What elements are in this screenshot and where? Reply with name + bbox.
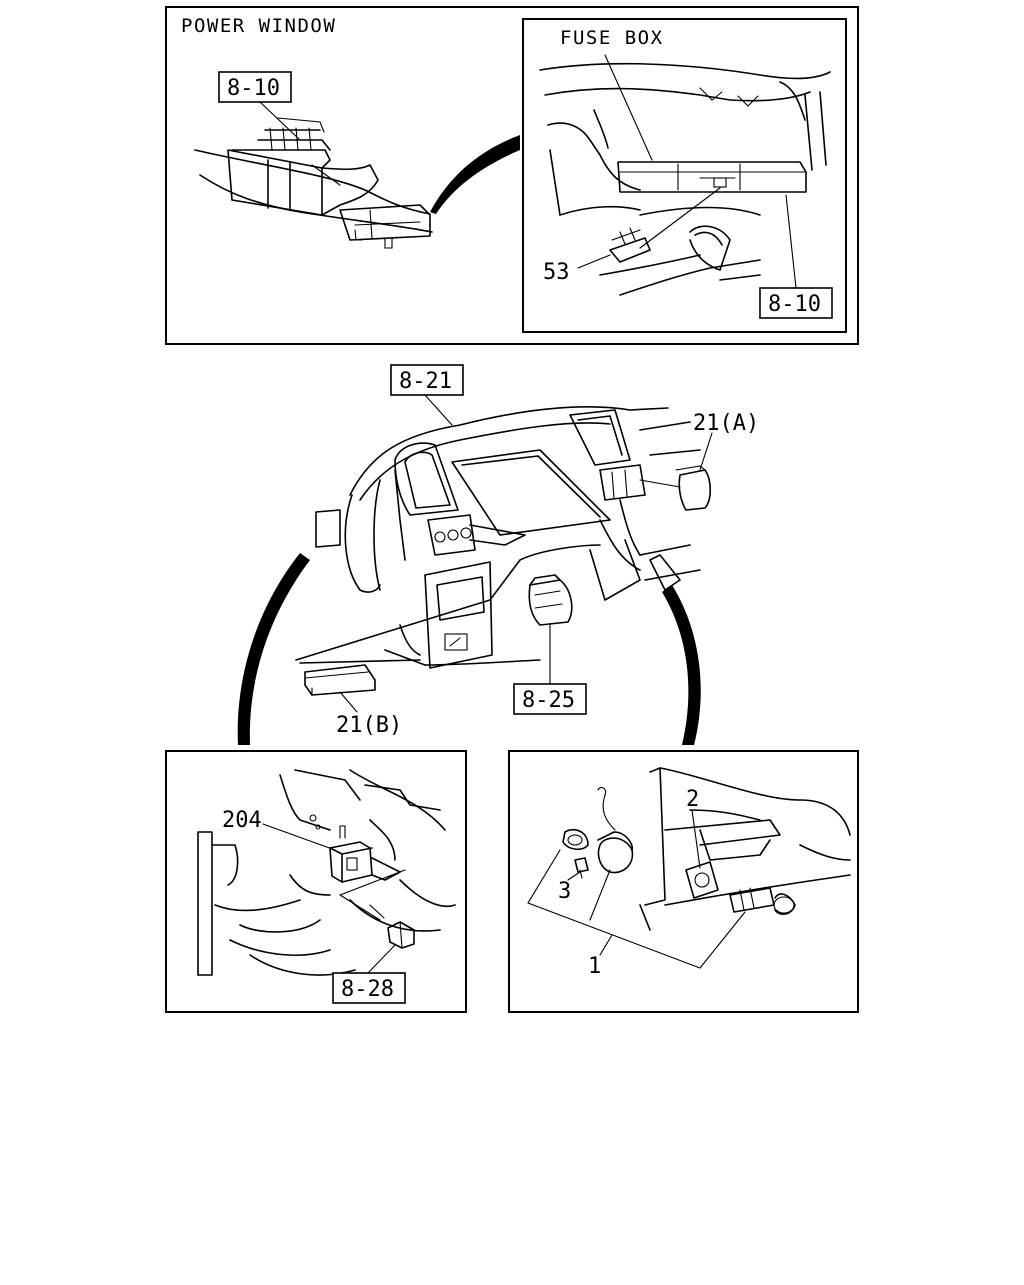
ref-label-8-10-power-window: 8-10 [227, 76, 280, 101]
fuse-box-panel: FUSE BOX [522, 18, 847, 333]
part-label-1: 1 [588, 954, 601, 979]
leader-21b [339, 691, 358, 713]
leader-2 [691, 809, 701, 869]
dashboard-drawing [295, 406, 712, 696]
lighter-drawing [527, 767, 851, 969]
ref-label-8-28: 8-28 [341, 977, 394, 1002]
part-label-204: 204 [222, 808, 262, 833]
leader-1 [599, 934, 613, 956]
leader-21a [699, 432, 713, 471]
top-panel-frame [165, 6, 859, 345]
ref-box-8-10-power-window [218, 71, 292, 103]
part-label-21a: 21(A) [693, 411, 759, 436]
power-window-title: POWER WINDOW [181, 15, 336, 37]
relay-panel-frame [165, 750, 467, 1013]
lighter-connector-arc [662, 585, 701, 745]
leader-8-10-power-window [259, 101, 301, 141]
power-window-panel: POWER WINDOW 8-10 FUSE [165, 6, 859, 345]
leader-3 [567, 871, 581, 881]
ref-box-8-28 [332, 972, 406, 1004]
leader-fuse-box [604, 54, 653, 161]
relay-panel: 204 [165, 750, 467, 1013]
leader-8-28 [367, 944, 396, 974]
detail-connector-arc [430, 135, 520, 214]
dashboard-assembly: 8-21 [237, 364, 759, 745]
part-label-21b: 21(B) [336, 713, 402, 738]
part-label-53: 53 [543, 260, 570, 285]
power-window-switch-drawing [194, 117, 433, 249]
leader-8-10-fuse-box [785, 194, 797, 289]
ref-label-8-21: 8-21 [399, 369, 452, 394]
part-label-2: 2 [686, 787, 699, 812]
relay-drawing [197, 769, 456, 976]
leader-53 [577, 254, 611, 269]
relay-connector-arc [237, 553, 310, 745]
part-label-3: 3 [558, 879, 571, 904]
leader-8-21 [424, 394, 453, 426]
ref-box-8-21 [390, 364, 464, 396]
fuse-box-title: FUSE BOX [560, 27, 664, 49]
lighter-panel-frame [508, 750, 859, 1013]
leader-204 [262, 823, 336, 851]
lighter-panel: 2 3 1 [508, 750, 859, 1013]
ref-label-8-10-fuse-box: 8-10 [768, 292, 821, 317]
ref-label-8-25: 8-25 [522, 688, 575, 713]
fuse-box-drawing [539, 62, 831, 296]
ref-box-8-10-fuse-box [759, 287, 833, 319]
fuse-box-frame [522, 18, 847, 333]
